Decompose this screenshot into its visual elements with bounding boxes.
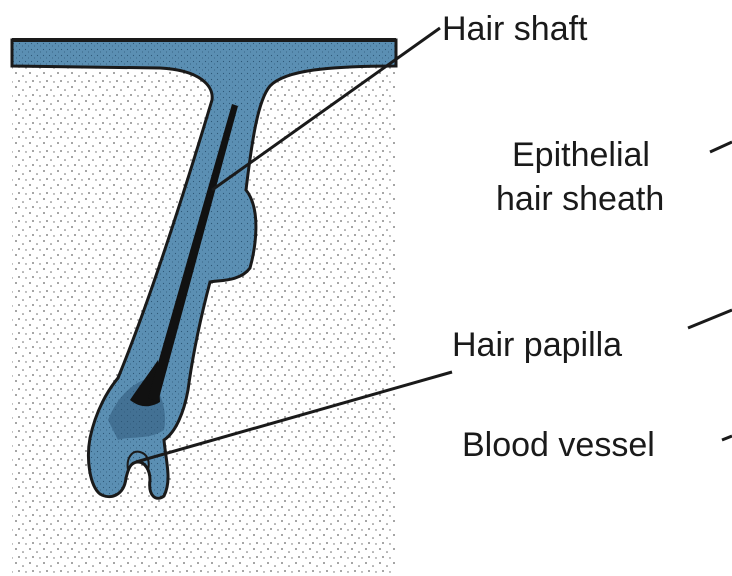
label-epithelial-line1: Epithelial [512, 136, 650, 174]
label-epithelial-line2: hair sheath [496, 180, 664, 218]
leader-blood-vessel [722, 436, 732, 440]
label-hair-papilla: Hair papilla [452, 326, 622, 364]
leader-hair-papilla-right [688, 310, 732, 328]
label-blood-vessel: Blood vessel [462, 426, 655, 464]
leader-epithelial-sheath [710, 142, 732, 152]
label-hair-shaft: Hair shaft [442, 10, 588, 48]
